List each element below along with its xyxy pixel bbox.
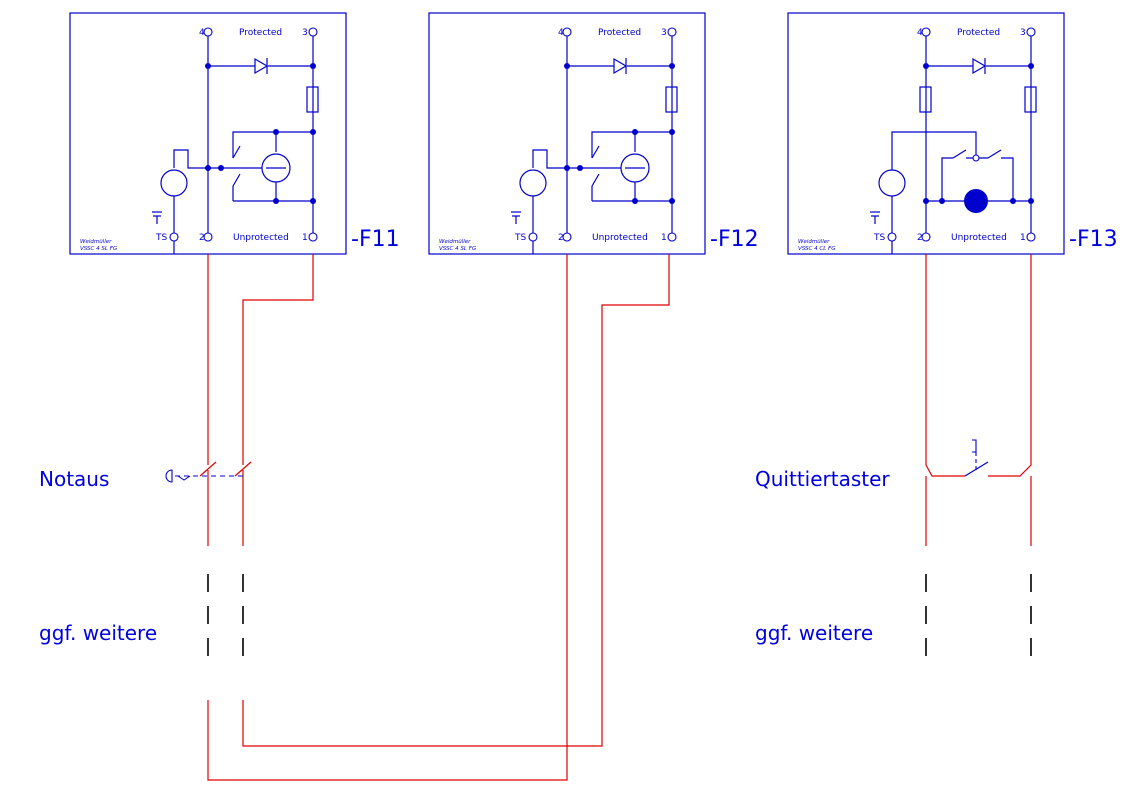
protected-label: Protected [957, 28, 1000, 38]
terminal-3-label: 3 [302, 28, 308, 38]
further-devices-label-left: ggf. weitere [39, 621, 157, 645]
terminal-4-label: 4 [558, 28, 564, 38]
wire-f13-t2 [925, 254, 965, 477]
terminal-ts-label: TS [873, 233, 885, 243]
module-f12: 4 3 2 1 TS Protected Unprotected Weidmül… [428, 12, 706, 255]
model-label: VSSC 4 SL FG [439, 246, 476, 252]
relay-coil-icon [964, 189, 988, 213]
module-f11: 4 3 2 1 TS Protected Unprotected Weidmül… [69, 12, 347, 255]
terminal-4-label: 4 [917, 28, 923, 38]
module-f13: 4 3 2 1 TS Protected Unprotected Weidmül… [787, 12, 1065, 255]
terminal-ts-label: TS [155, 233, 167, 243]
terminal-ts-label: TS [514, 233, 526, 243]
diode-icon [613, 57, 628, 75]
indicator-lamp-icon [519, 169, 547, 197]
further-devices-label-right: ggf. weitere [755, 621, 873, 645]
terminal-3-label: 3 [661, 28, 667, 38]
indicator-lamp-icon [160, 169, 188, 197]
diode-icon [972, 57, 987, 75]
unprotected-label: Unprotected [233, 233, 289, 243]
module-id-f13: -F13 [1069, 227, 1118, 252]
unprotected-label: Unprotected [951, 233, 1007, 243]
model-label: VSSC 4 CL FG [798, 246, 835, 252]
resistor-icon [665, 86, 678, 113]
mushroom-button-icon [165, 469, 173, 483]
terminal-1-label: 1 [1020, 233, 1026, 243]
continuation-dashes [207, 574, 1032, 662]
pushbutton-icon [972, 439, 977, 453]
wiring-red [207, 254, 1032, 781]
terminal-2-label: 2 [199, 233, 205, 243]
emergency-stop-switch [165, 461, 252, 483]
terminal-4-label: 4 [199, 28, 205, 38]
terminal-2-label: 2 [558, 233, 564, 243]
resistor-left-icon [919, 86, 932, 113]
wire-loop-inner [242, 254, 670, 747]
terminal-1-label: 1 [302, 233, 308, 243]
indicator-lamp-icon [878, 169, 906, 197]
reset-pushbutton [964, 439, 989, 477]
protected-label: Protected [598, 28, 641, 38]
terminal-1-label: 1 [661, 233, 667, 243]
module-id-f12: -F12 [710, 227, 759, 252]
notaus-label: Notaus [39, 467, 109, 491]
maker-label: Weidmüller [80, 239, 112, 245]
unprotected-label: Unprotected [592, 233, 648, 243]
wire-loop-outer [207, 254, 568, 781]
resistor-icon [306, 86, 319, 113]
module-id-f11: -F11 [351, 227, 400, 252]
wire-f11-t1 [242, 254, 314, 465]
wire-f13-t1 [988, 254, 1032, 477]
maker-label: Weidmüller [798, 239, 830, 245]
maker-label: Weidmüller [439, 239, 471, 245]
resistor-right-icon [1024, 86, 1037, 113]
terminal-2-label: 2 [917, 233, 923, 243]
diode-icon [254, 57, 269, 75]
quittiertaster-label: Quittiertaster [755, 467, 890, 491]
protected-label: Protected [239, 28, 282, 38]
model-label: VSSC 4 SL FG [80, 246, 117, 252]
terminal-3-label: 3 [1020, 28, 1026, 38]
